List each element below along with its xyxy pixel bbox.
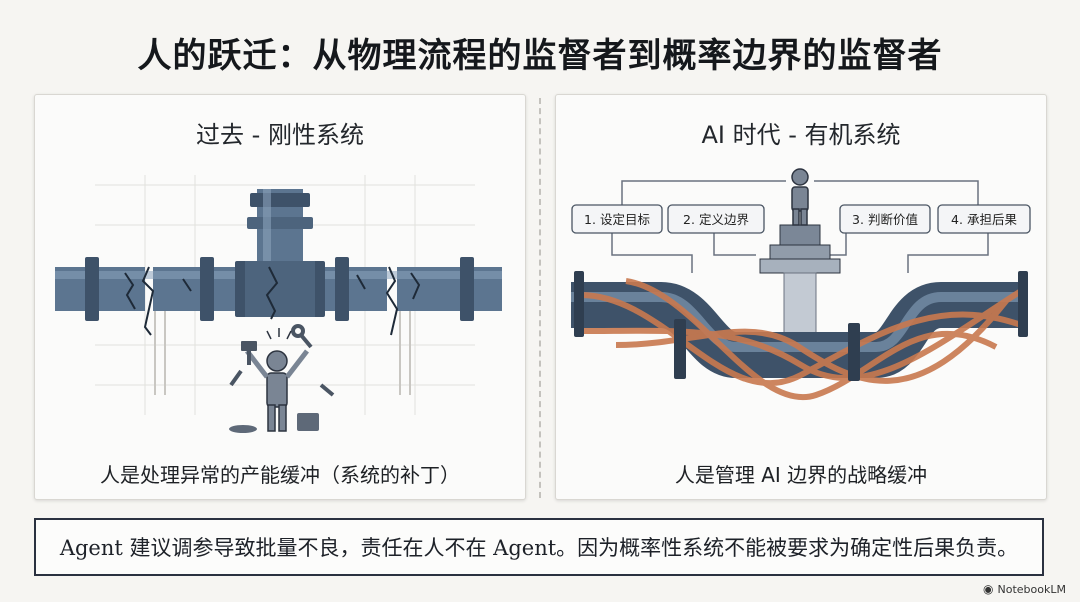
right-panel-caption: 人是管理 AI 边界的战略缓冲: [556, 459, 1046, 488]
panel-divider: [539, 98, 541, 498]
conclusion-box: Agent 建议调参导致批量不良，责任在人不在 Agent。因为概率性系统不能被…: [34, 518, 1044, 576]
step-box-3: 3. 判断价值: [840, 205, 930, 233]
left-panel-caption: 人是处理异常的产能缓冲（系统的补丁）: [35, 459, 525, 488]
brand-watermark: ◉ NotebookLM: [983, 582, 1066, 596]
stress-lines: [267, 328, 291, 339]
horizontal-pipe: [55, 257, 502, 321]
step-box-4: 4. 承担后果: [938, 205, 1030, 233]
brand-name: NotebookLM: [998, 583, 1066, 596]
svg-text:1. 设定目标: 1. 设定目标: [584, 212, 650, 227]
step-box-2: 2. 定义边界: [668, 205, 764, 233]
left-panel-rigid-system: 过去 - 刚性系统: [34, 94, 526, 500]
svg-text:3. 判断价值: 3. 判断价值: [852, 212, 918, 227]
page-title: 人的跃迁：从物理流程的监督者到概率边界的监督者: [0, 28, 1080, 77]
supervisor-figure: [792, 169, 808, 225]
svg-text:2. 定义边界: 2. 定义边界: [683, 212, 749, 227]
notebooklm-logo-icon: ◉: [983, 582, 993, 596]
conclusion-text: Agent 建议调参导致批量不良，责任在人不在 Agent。因为概率性系统不能被…: [60, 532, 1018, 562]
organic-system-illustration: 1. 设定目标 2. 定义边界 3. 判断价值 4. 承担后果: [556, 95, 1046, 499]
vertical-pipe: [247, 189, 313, 269]
supervisor-pedestal: [760, 225, 840, 333]
right-panel-organic-system: AI 时代 - 有机系统: [555, 94, 1047, 500]
step-box-1: 1. 设定目标: [572, 205, 662, 233]
svg-text:4. 承担后果: 4. 承担后果: [951, 212, 1017, 227]
broken-pipe-illustration: [35, 95, 525, 499]
